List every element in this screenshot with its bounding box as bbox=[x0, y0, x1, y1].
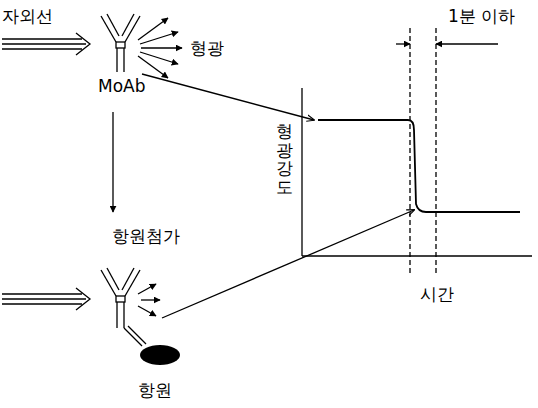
graph-axis bbox=[302, 88, 532, 256]
uv-label: 자외선 bbox=[2, 6, 53, 26]
axis-label: 시간 bbox=[420, 284, 454, 304]
uv-arrow bbox=[2, 33, 90, 55]
antigen-label: 항원 bbox=[138, 380, 172, 400]
antigen-symbol bbox=[140, 345, 180, 365]
uv-arrow bbox=[2, 288, 90, 310]
antibody-label: MoAb bbox=[98, 76, 146, 96]
fluorescence-ray bbox=[138, 284, 160, 316]
duration-label: 1분 이하 bbox=[448, 6, 515, 26]
process-arrow bbox=[112, 112, 113, 212]
fluorescence-label: 형광 bbox=[190, 38, 224, 58]
pointer-arrow bbox=[142, 74, 314, 120]
fluorescence-ray bbox=[138, 18, 182, 78]
step-label: 항원첨가 bbox=[112, 226, 180, 246]
antibody-symbol bbox=[101, 14, 140, 72]
axis-label: 형광강도 bbox=[276, 122, 293, 197]
intensity-curve bbox=[318, 120, 520, 212]
dimension-arrow bbox=[396, 43, 498, 44]
pointer-arrow bbox=[162, 210, 414, 318]
